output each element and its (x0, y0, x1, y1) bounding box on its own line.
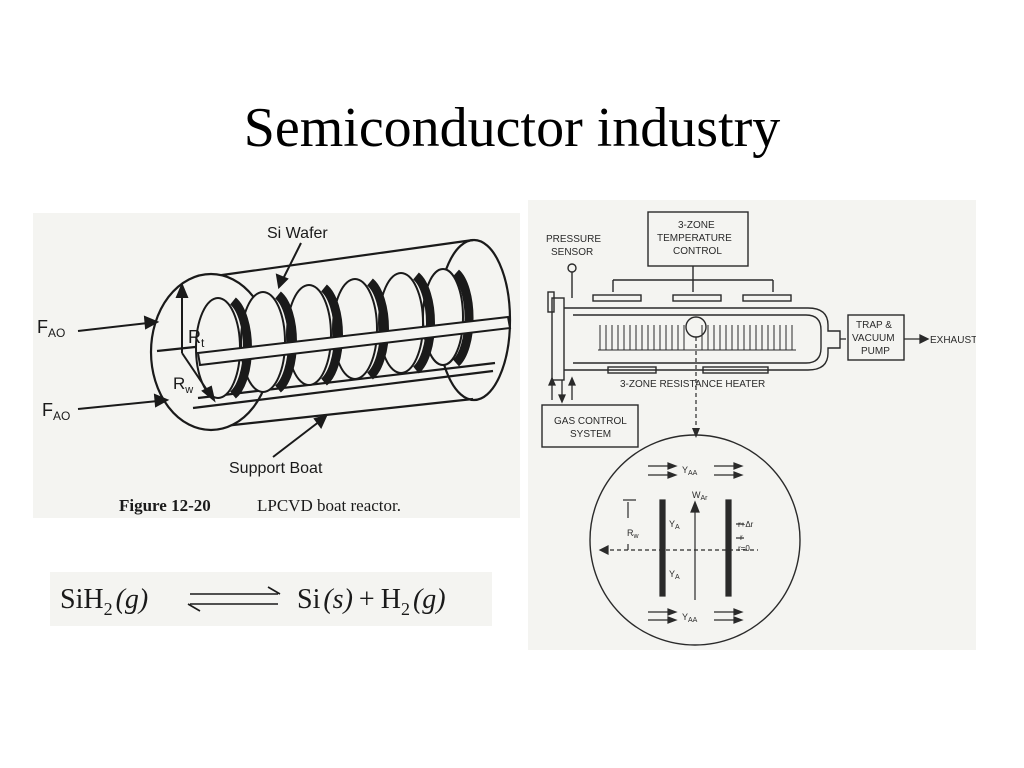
tube-bottom-edge (214, 397, 474, 429)
rt-subscript: t (201, 336, 205, 350)
fao-bottom-subscript: AO (53, 409, 70, 423)
yaa-top-label: Y (682, 465, 688, 475)
svg-text:WAr: WAr (692, 490, 708, 502)
lpcvd-system-drawing: PRESSURE SENSOR 3-ZONE TEMPERATURE CONTR… (541, 211, 976, 646)
boat-reactor-drawing: Si Wafer FAO FAO Rt Rw Support Boat Figu… (37, 225, 512, 515)
slide-title: Semiconductor industry (243, 97, 781, 159)
fao-bottom-label: F (42, 400, 53, 420)
gas-control-box (541, 404, 639, 448)
si-wafer-label: Si Wafer (267, 225, 328, 242)
equation-drawing: SiH2(g) Si(s)+H2(g) (60, 584, 446, 619)
rw-detail-subscript: w (633, 533, 640, 540)
r-label: r (740, 533, 743, 542)
svg-text:Rw: Rw (173, 374, 193, 396)
svg-text:Rt: Rt (188, 327, 205, 350)
figure-number: Figure 12-20 (119, 496, 211, 515)
gas-control-label-1: GAS CONTROL (554, 416, 627, 427)
rw-detail-label: R (627, 528, 634, 538)
equation-rhs-h-subscript: 2 (401, 599, 410, 619)
svg-text:PRESSURE SENSOR 3-: PRESSURE SENSOR 3-ZONE TEMPERATURE CONTR… (546, 220, 976, 440)
pressure-sensor-label-1: PRESSURE (546, 234, 601, 245)
temperature-control-box (647, 211, 749, 267)
pressure-sensor-label-2: SENSOR (551, 247, 593, 258)
lpcvd-system-figure: PRESSURE SENSOR 3-ZONE TEMPERATURE CONTR… (528, 200, 976, 650)
svg-text:YA: YA (669, 569, 680, 581)
svg-text:r+Δr r r=0: r+Δr r r=0 (738, 520, 756, 553)
fao-top-subscript: AO (48, 326, 65, 340)
temp-control-label-2: TEMPERATURE (657, 233, 732, 244)
r-plus-dr-label: r+Δr (738, 520, 754, 529)
r-zero-label: r=0 (738, 544, 750, 553)
gas-control-label-2: SYSTEM (570, 429, 611, 440)
svg-text:SiH2(g): SiH2(g) (60, 584, 148, 619)
support-boat-label: Support Boat (229, 460, 323, 477)
trap-label-1: TRAP & (856, 320, 892, 331)
temp-control-label-3: CONTROL (673, 246, 722, 257)
tube-top-edge (214, 238, 474, 278)
equation-rhs-si: Si (297, 584, 321, 615)
svg-text:YA: YA (669, 519, 680, 531)
fao-top-label: F (37, 317, 48, 337)
svg-text:YAA: YAA (682, 612, 698, 624)
yaa-bottom-label: Y (682, 612, 688, 622)
equation-lhs-phase: (g) (116, 584, 149, 615)
equation-lhs-subscript: 2 (104, 599, 113, 619)
heater-label: 3-ZONE RESISTANCE HEATER (620, 379, 765, 390)
rw-label: R (173, 374, 185, 393)
war-label: W (692, 490, 701, 500)
rt-label: R (188, 327, 201, 347)
equation-plus: + (359, 584, 375, 615)
ya-top-subscript: A (675, 524, 680, 531)
ya-top-label: Y (669, 519, 675, 529)
boat-reactor-figure: Si Wafer FAO FAO Rt Rw Support Boat Figu… (33, 213, 520, 518)
svg-text:FAO: FAO (42, 400, 70, 423)
equation-rhs-h: H (381, 584, 401, 615)
svg-text:FAO: FAO (37, 317, 65, 340)
ya-bottom-subscript: A (675, 574, 680, 581)
trap-label-2: VACUUM (852, 333, 895, 344)
svg-text:Rw: Rw (627, 528, 640, 540)
yaa-bottom-subscript: AA (688, 617, 698, 624)
svg-text:YAA: YAA (682, 465, 698, 477)
exhaust-label: EXHAUST (930, 335, 976, 346)
equation-rhs-si-phase: (s) (323, 584, 353, 615)
temp-control-label-1: 3-ZONE (678, 220, 715, 231)
war-subscript: Ar (701, 495, 709, 502)
equation-rhs-h-phase: (g) (413, 584, 446, 615)
yaa-top-subscript: AA (688, 470, 698, 477)
reaction-equation: SiH2(g) Si(s)+H2(g) (50, 572, 492, 626)
svg-text:Si(s)+H2(g): Si(s)+H2(g) (297, 584, 446, 619)
ya-bottom-label: Y (669, 569, 675, 579)
trap-label-3: PUMP (861, 346, 890, 357)
equilibrium-arrows (187, 586, 281, 612)
figure-caption: LPCVD boat reactor. (257, 496, 401, 515)
rw-subscript: w (184, 384, 193, 396)
equation-lhs: SiH (60, 584, 104, 615)
trap-vacuum-pump-box (847, 314, 905, 361)
